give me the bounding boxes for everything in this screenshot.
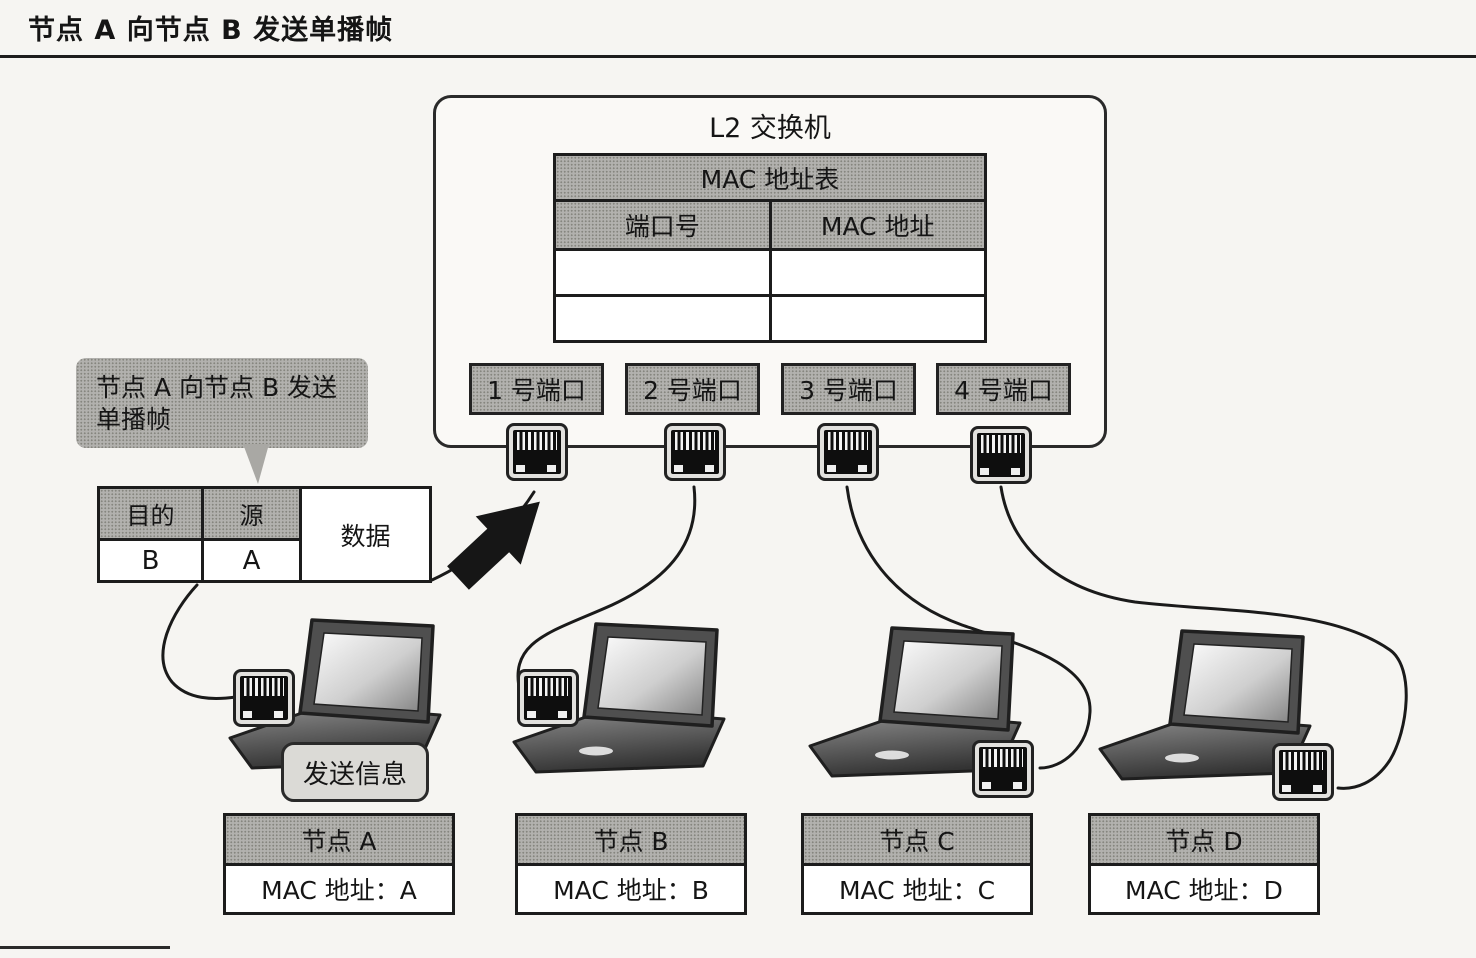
- mac-table-empty-row: [556, 247, 985, 294]
- mac-address-table: MAC 地址表 端口号 MAC 地址: [553, 153, 987, 343]
- port-1-label: 1 号端口: [469, 363, 604, 415]
- frame-data-cell: 数据: [299, 489, 429, 580]
- page-title: 节点 A 向节点 B 发送单播帧: [28, 15, 394, 46]
- callout-line2: 单播帧: [96, 405, 172, 434]
- node-b-rj45-icon: [517, 669, 579, 727]
- node-c-name: 节点 C: [804, 816, 1030, 866]
- node-c-mac: MAC 地址：C: [804, 866, 1030, 912]
- mac-table-cell: [768, 250, 985, 294]
- node-a-name: 节点 A: [226, 816, 452, 866]
- node-d-name: 节点 D: [1091, 816, 1317, 866]
- port-3-rj45-icon: [817, 423, 879, 481]
- port-2-rj45-icon: [664, 423, 726, 481]
- title-rule: [0, 55, 1476, 58]
- l2-switch-label: L2 交换机: [709, 113, 831, 144]
- cable-port2-to-nodeB: [516, 485, 697, 694]
- frame-dest-column: 目的 B: [100, 489, 201, 580]
- port-1-rj45-icon: [506, 423, 568, 481]
- ethernet-frame: 目的 B 源 A 数据: [97, 486, 432, 583]
- mac-table-col-port: 端口号: [624, 211, 700, 241]
- port-3-label: 3 号端口: [781, 363, 916, 415]
- mac-table-empty-row: [556, 293, 985, 340]
- node-d-table: 节点 D MAC 地址：D: [1088, 813, 1320, 915]
- footnote-rule: [0, 946, 170, 949]
- mac-table-title: MAC 地址表: [556, 156, 984, 200]
- mac-table-cell: [768, 296, 985, 340]
- callout-line1: 节点 A 向节点 B 发送: [96, 373, 338, 402]
- node-c-rj45-icon: [972, 740, 1034, 798]
- node-c-table: 节点 C MAC 地址：C: [801, 813, 1033, 915]
- node-b-name: 节点 B: [518, 816, 744, 866]
- port-2-label: 2 号端口: [625, 363, 760, 415]
- send-info-label: 发送信息: [281, 742, 429, 802]
- frame-dest-value: B: [141, 545, 160, 576]
- cable-port4-to-nodeD: [999, 485, 1408, 790]
- cable-port3-to-nodeC: [845, 485, 1092, 770]
- port-4-label: 4 号端口: [936, 363, 1071, 415]
- port-4-rj45-icon: [970, 426, 1032, 484]
- callout-bubble: 节点 A 向节点 B 发送 单播帧: [76, 358, 368, 448]
- node-b-table: 节点 B MAC 地址：B: [515, 813, 747, 915]
- node-a-table: 节点 A MAC 地址：A: [223, 813, 455, 915]
- unicast-arrow-icon: [447, 501, 540, 590]
- cable-nodeA-to-frame: [161, 583, 238, 700]
- node-a-mac: MAC 地址：A: [226, 866, 452, 912]
- callout-bubble-tail: [243, 444, 269, 484]
- frame-src-header: 源: [204, 489, 299, 541]
- mac-table-col-mac: MAC 地址: [768, 202, 985, 248]
- node-d-rj45-icon: [1272, 743, 1334, 801]
- mac-table-header-row: 端口号 MAC 地址: [556, 199, 984, 248]
- mac-table-cell: [556, 251, 769, 294]
- frame-dest-header: 目的: [100, 489, 201, 541]
- frame-src-value: A: [242, 545, 261, 576]
- mac-table-cell: [556, 297, 769, 340]
- node-b-mac: MAC 地址：B: [518, 866, 744, 912]
- node-d-mac: MAC 地址：D: [1091, 866, 1317, 912]
- node-a-rj45-icon: [233, 669, 295, 727]
- frame-src-column: 源 A: [201, 489, 299, 580]
